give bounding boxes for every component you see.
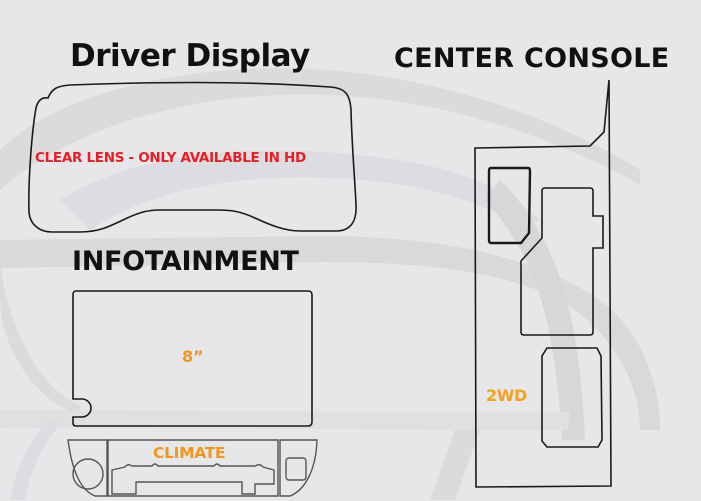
drivetrain-label: 2WD — [486, 386, 527, 405]
screen-size-label: 8” — [182, 347, 204, 366]
driver-display-outline[interactable] — [28, 81, 357, 233]
watermark-logo-icon — [0, 68, 660, 500]
infotainment-title: INFOTAINMENT — [72, 246, 299, 277]
infotainment-screen-outline[interactable] — [72, 290, 313, 427]
climate-panel-outline[interactable] — [67, 439, 318, 497]
driver-display-title: Driver Display — [70, 38, 310, 74]
center-console-title: CENTER CONSOLE — [394, 43, 670, 74]
clear-lens-note: CLEAR LENS - ONLY AVAILABLE IN HD — [35, 150, 306, 166]
center-console-outline[interactable] — [474, 79, 612, 488]
climate-label: CLIMATE — [153, 444, 226, 462]
